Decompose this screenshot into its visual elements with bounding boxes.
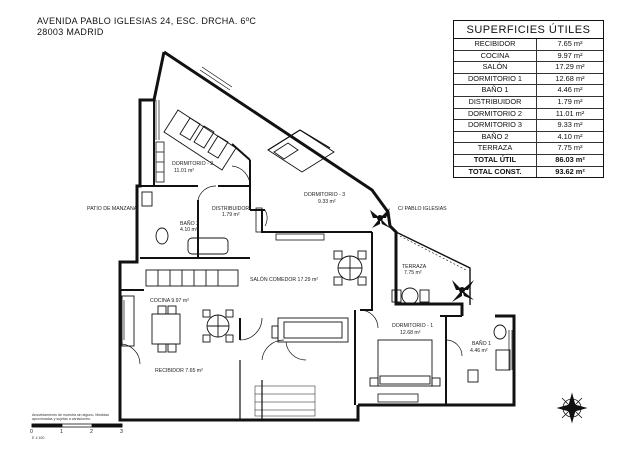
room-area-bano2: 4.10 m² [180, 227, 198, 233]
kitchen-counters [121, 269, 239, 353]
room-label-cocina: COCINA 9.97 m² [150, 298, 189, 304]
table-icon [202, 309, 234, 343]
patio-label: PATIO DE MANZANA [87, 206, 138, 212]
room-label-bano1: BAÑO 1 [472, 340, 491, 347]
room-label-distribuidor: DISTRIBUIDOR [212, 206, 249, 212]
scale-tick: 0 [30, 429, 33, 435]
surface-value: 7.65 m² [557, 39, 583, 48]
bed-icon [369, 339, 441, 387]
room-area-dormitorio1: 12.68 m² [400, 330, 421, 336]
surfaces-row: COCINA 9.97 m² [454, 50, 603, 63]
surface-value: 17.29 m² [555, 62, 585, 72]
bathroom-fixtures [141, 191, 511, 383]
surface-value: 1.79 m² [557, 96, 583, 106]
scale-unit: E 1:100 [32, 436, 45, 440]
surfaces-row: BAÑO 2 4.10 m² [454, 131, 603, 144]
room-area-terraza: 7.75 m² [404, 270, 422, 276]
surface-name: BAÑO 1 [454, 85, 537, 96]
surface-value: 7.75 m² [557, 143, 583, 153]
surfaces-table-title: SUPERFICIES ÚTILES [454, 21, 603, 39]
total-util-value: 86.03 m² [555, 154, 585, 164]
surface-value: 4.46 m² [557, 85, 583, 95]
surfaces-row: BAÑO 1 4.46 m² [454, 85, 603, 97]
total-const-label: TOTAL CONST. [454, 166, 537, 178]
room-label-bano2: BAÑO 2 [180, 220, 199, 227]
scale-tick: 1 [60, 429, 63, 435]
plant-icon [452, 280, 474, 302]
surfaces-row: DORMITORIO 3 9.33 m² [454, 120, 603, 132]
surfaces-row: SALÓN 17.29 m² [454, 62, 603, 74]
compass-rose-icon [556, 392, 588, 424]
total-const-value: 93.62 m² [555, 166, 585, 176]
surface-name: BAÑO 2 [454, 131, 537, 143]
door-swings [119, 165, 463, 365]
table-icon [391, 287, 430, 305]
total-util-row: TOTAL ÚTIL 86.03 m² [454, 154, 603, 167]
surface-name: DORMITORIO 3 [454, 120, 537, 131]
surfaces-table: SUPERFICIES ÚTILES RECIBIDOR 7.65 m² COCI… [453, 20, 604, 179]
surface-name: SALÓN [454, 62, 537, 73]
surface-value: 9.33 m² [557, 120, 583, 130]
room-area-dormitorio3: 9.33 m² [318, 199, 336, 205]
room-area-dormitorio2: 11.01 m² [174, 168, 194, 174]
room-label-terraza: TERRAZA [402, 264, 427, 270]
room-label-recibidor: RECIBIDOR 7.65 m² [155, 368, 203, 374]
room-label-dormitorio2: DORMITORIO - 2 [172, 161, 213, 167]
disclaimer-note: Amueblamiento de muestra sin alguno. Med… [32, 413, 109, 422]
address-line-2: 28003 MADRID [37, 27, 104, 37]
bed-icon [163, 109, 237, 171]
scale-tick: 3 [120, 429, 123, 435]
scale-bar [31, 423, 123, 428]
surfaces-row: DISTRIBUIDOR 1.79 m² [454, 96, 603, 109]
surfaces-row: TERRAZA 7.75 m² [454, 143, 603, 155]
surface-name: DORMITORIO 2 [454, 108, 537, 120]
surface-name: RECIBIDOR [454, 39, 537, 50]
total-util-label: TOTAL ÚTIL [454, 154, 537, 166]
surface-name: COCINA [454, 50, 537, 62]
bed-icon [267, 129, 335, 173]
terrace-railing [395, 231, 471, 305]
exterior-walls [118, 50, 516, 422]
surface-value: 4.10 m² [557, 131, 583, 141]
surface-name: TERRAZA [454, 143, 537, 154]
table-icon [333, 250, 367, 286]
surface-name: DISTRIBUIDOR [454, 96, 537, 108]
surfaces-row: RECIBIDOR 7.65 m² [454, 39, 603, 51]
surface-name: DORMITORIO 1 [454, 73, 537, 85]
room-label-dormitorio3: DORMITORIO - 3 [304, 192, 345, 198]
address-line-1: AVENIDA PABLO IGLESIAS 24, ESC. DRCHA. 6… [37, 16, 257, 26]
plant-icon [370, 208, 390, 228]
patio-grate [254, 385, 316, 417]
room-label-salon: SALÓN COMEDOR 17.29 m² [250, 276, 318, 283]
surface-value: 11.01 m² [555, 108, 585, 118]
surfaces-row: DORMITORIO 1 12.68 m² [454, 73, 603, 86]
windows [120, 66, 513, 370]
room-label-dormitorio1: DORMITORIO - 1 [392, 323, 433, 329]
room-area-distribuidor: 1.79 m² [222, 212, 240, 218]
sofa [271, 317, 349, 343]
surface-value: 12.68 m² [555, 73, 585, 83]
scale-tick: 2 [90, 429, 93, 435]
surfaces-row: DORMITORIO 2 11.01 m² [454, 108, 603, 121]
wardrobes [155, 141, 419, 403]
street-label: C/ PABLO IGLESIAS [398, 206, 447, 212]
total-const-row: TOTAL CONST. 93.62 m² [454, 166, 603, 178]
surface-value: 9.97 m² [557, 50, 583, 60]
room-area-bano1: 4.46 m² [470, 348, 488, 354]
